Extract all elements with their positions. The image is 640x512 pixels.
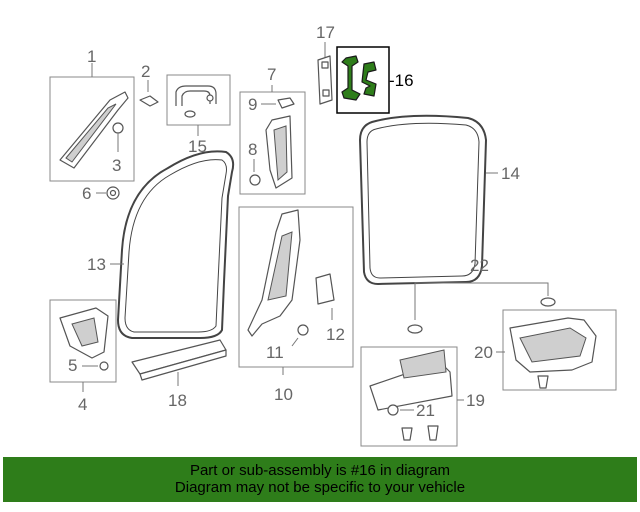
callout-4[interactable]: 4 xyxy=(78,395,87,414)
banner-line-2: Diagram may not be specific to your vehi… xyxy=(174,479,466,496)
part-13-door-seal xyxy=(116,150,235,339)
part-4-cowl-trim xyxy=(59,307,109,359)
part-17-trim xyxy=(317,55,333,105)
part-22-plug-right xyxy=(540,297,556,307)
callout-19[interactable]: 19 xyxy=(466,391,485,410)
callout-8[interactable]: 8 xyxy=(248,140,257,159)
callout-18[interactable]: 18 xyxy=(168,391,187,410)
callout-16[interactable]: -16 xyxy=(389,71,414,90)
callout-5[interactable]: 5 xyxy=(68,356,77,375)
part-16-highlighted xyxy=(341,55,377,101)
parts-diagram: 1 3 2 15 6 7 9 8 17 xyxy=(49,23,617,447)
part-8-clip xyxy=(249,174,261,186)
part-2-clip xyxy=(139,95,159,107)
callout-22[interactable]: 22 xyxy=(470,256,489,275)
part-22-plug-left xyxy=(407,324,423,334)
callout-17[interactable]: 17 xyxy=(316,23,335,42)
callout-20[interactable]: 20 xyxy=(474,343,493,362)
part-14-door-seal xyxy=(358,114,488,286)
banner-line-1: Part or sub-assembly is #16 in diagram xyxy=(189,462,451,479)
part-12-clip xyxy=(315,273,335,320)
part-18-scuff-plate xyxy=(131,339,227,381)
part-20-quarter-trim xyxy=(509,317,597,389)
callout-15[interactable]: 15 xyxy=(188,137,207,156)
part-15-assist-grip xyxy=(175,85,217,118)
part-19-step-trim xyxy=(369,349,453,411)
part-5-clip xyxy=(99,361,109,371)
callout-1[interactable]: 1 xyxy=(87,47,96,66)
callout-21[interactable]: 21 xyxy=(416,401,435,420)
part-7-pillar-garnish xyxy=(265,115,293,189)
callout-7[interactable]: 7 xyxy=(267,65,276,84)
part-10-lower-garnish xyxy=(247,209,301,337)
callout-13[interactable]: 13 xyxy=(87,255,106,274)
part-19-clips xyxy=(401,425,439,441)
callout-14[interactable]: 14 xyxy=(501,164,520,183)
callout-11[interactable]: 11 xyxy=(266,343,284,362)
part-1-pillar-garnish xyxy=(59,91,129,169)
info-banner: Part or sub-assembly is #16 in diagram D… xyxy=(3,457,637,502)
part-6-grommet xyxy=(106,186,120,200)
callout-9[interactable]: 9 xyxy=(248,95,257,114)
callout-6[interactable]: 6 xyxy=(82,184,91,203)
part-11-clip xyxy=(297,324,309,336)
callout-3[interactable]: 3 xyxy=(112,156,121,175)
part-3-clip xyxy=(112,122,124,152)
part-21-clip xyxy=(387,404,399,416)
callout-10[interactable]: 10 xyxy=(274,385,293,404)
callout-2[interactable]: 2 xyxy=(141,62,150,81)
callout-12[interactable]: 12 xyxy=(326,325,345,344)
part-9-clip xyxy=(277,97,295,109)
